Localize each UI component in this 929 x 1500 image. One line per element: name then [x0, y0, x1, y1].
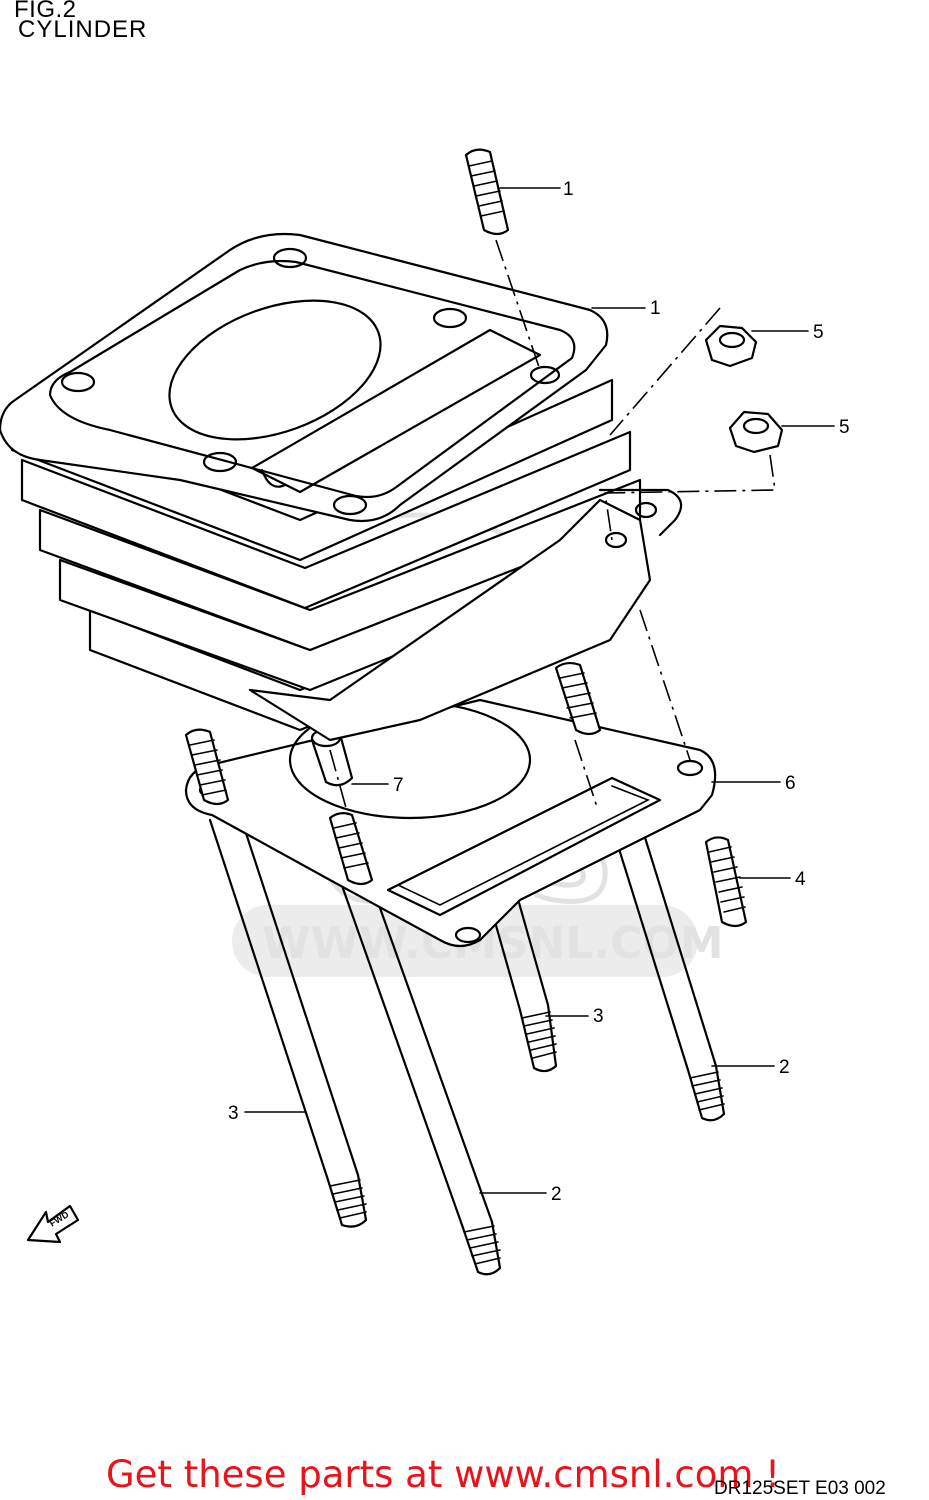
callout-4-right: 4 — [795, 869, 806, 890]
assembly-lines — [329, 239, 776, 816]
promo-banner[interactable]: Get these parts at www.cmsnl.com ! — [106, 1453, 781, 1496]
diagram-code: DR125SET E03 002 — [714, 1478, 886, 1499]
nut-lower-5 — [728, 410, 784, 454]
callouts: 1 1 5 5 6 7 4 3 2 3 2 — [228, 179, 850, 1205]
callout-3-left: 3 — [228, 1103, 239, 1124]
callout-2-right: 2 — [779, 1057, 790, 1078]
stud-top-4 — [464, 148, 510, 236]
cylinder-block — [0, 232, 683, 742]
long-stud-right-2 — [608, 813, 726, 1122]
figure-number: FIG.2 — [14, 0, 77, 23]
callout-1: 1 — [650, 298, 661, 319]
callout-3-rear: 3 — [593, 1006, 604, 1027]
long-stud-left-3 — [208, 813, 368, 1228]
figure-title: CYLINDER — [18, 16, 148, 43]
callout-5-lower: 5 — [839, 417, 850, 438]
callout-2-middle: 2 — [551, 1184, 562, 1205]
long-stud-middle-2 — [338, 878, 502, 1276]
stud-rear-3 — [554, 661, 602, 736]
callout-7: 7 — [393, 775, 404, 796]
fwd-arrow-icon: FWD — [26, 1204, 80, 1244]
nut-upper-5 — [704, 324, 758, 368]
callout-6: 6 — [785, 773, 796, 794]
stud-right-4 — [704, 836, 748, 928]
callout-4-top: 1 — [563, 179, 574, 200]
stud-center-2 — [328, 811, 374, 886]
callout-5-upper: 5 — [813, 322, 824, 343]
stud-front-left-3 — [184, 728, 230, 806]
